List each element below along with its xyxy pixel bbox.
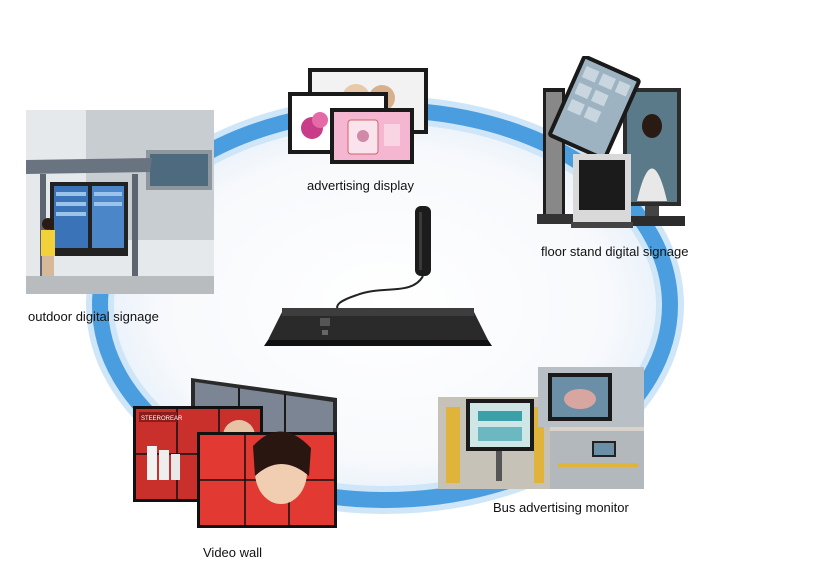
node-label-advertising-display: advertising display xyxy=(307,178,414,193)
outdoor-signage-image xyxy=(26,110,214,294)
media-player-box-image xyxy=(264,206,492,346)
node-label-video-wall: Video wall xyxy=(203,545,263,560)
floor-stand-image xyxy=(537,56,685,228)
brand-text: STEEROREAR xyxy=(141,416,183,422)
node-label-outdoor: outdoor digital signage xyxy=(28,309,159,324)
video-wall-image: STEEROREAR xyxy=(133,378,337,528)
node-label-bus-monitor: Bus advertising monitor xyxy=(493,500,629,515)
advertising-display-image xyxy=(288,68,428,164)
node-label-floor-stand: floor stand digital signage xyxy=(541,244,689,259)
bus-monitor-image xyxy=(438,367,644,489)
